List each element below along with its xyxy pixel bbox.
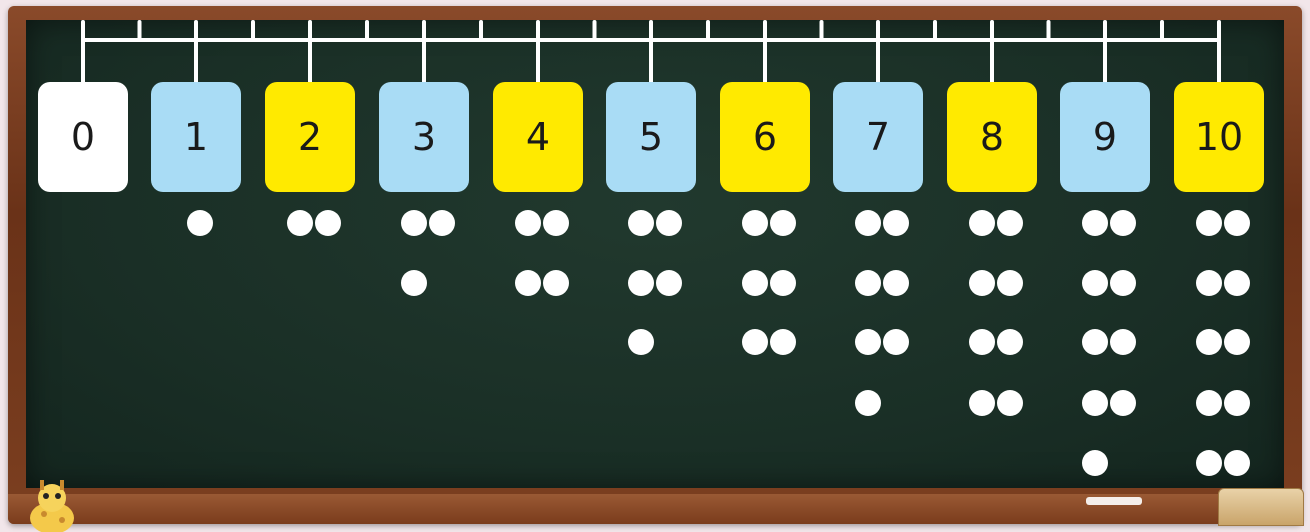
- counting-dot-7-7: [855, 390, 881, 416]
- counting-dot-5-3: [628, 270, 654, 296]
- counting-dot-10-2: [1224, 210, 1250, 236]
- counting-dot-5-2: [656, 210, 682, 236]
- counting-dot-9-5: [1082, 329, 1108, 355]
- counting-dot-10-8: [1224, 390, 1250, 416]
- counting-dot-4-4: [543, 270, 569, 296]
- counting-dot-9-7: [1082, 390, 1108, 416]
- number-card-9: 9: [1060, 82, 1150, 192]
- counting-dot-10-10: [1224, 450, 1250, 476]
- counting-dot-7-2: [883, 210, 909, 236]
- counting-dot-7-3: [855, 270, 881, 296]
- number-card-4: 4: [493, 82, 583, 192]
- counting-dot-8-8: [997, 390, 1023, 416]
- counting-dot-8-5: [969, 329, 995, 355]
- number-card-10: 10: [1174, 82, 1264, 192]
- counting-dot-10-6: [1224, 329, 1250, 355]
- counting-dot-9-1: [1082, 210, 1108, 236]
- counting-dot-9-9: [1082, 450, 1108, 476]
- number-card-6: 6: [720, 82, 810, 192]
- giraffe-mascot-icon: [18, 478, 88, 532]
- counting-dot-10-1: [1196, 210, 1222, 236]
- counting-dot-7-5: [855, 329, 881, 355]
- counting-dot-8-3: [969, 270, 995, 296]
- counting-dot-10-3: [1196, 270, 1222, 296]
- counting-dot-10-9: [1196, 450, 1222, 476]
- counting-dot-6-6: [770, 329, 796, 355]
- counting-dot-10-7: [1196, 390, 1222, 416]
- counting-dot-6-5: [742, 329, 768, 355]
- counting-dot-10-4: [1224, 270, 1250, 296]
- counting-dot-9-2: [1110, 210, 1136, 236]
- counting-dot-8-6: [997, 329, 1023, 355]
- counting-dot-3-1: [401, 210, 427, 236]
- counting-dot-4-2: [543, 210, 569, 236]
- number-card-8: 8: [947, 82, 1037, 192]
- counting-dot-8-7: [969, 390, 995, 416]
- chalk-icon: [1086, 497, 1142, 505]
- counting-dot-6-4: [770, 270, 796, 296]
- counting-dot-5-4: [656, 270, 682, 296]
- counting-dot-3-3: [401, 270, 427, 296]
- number-card-0: 0: [38, 82, 128, 192]
- counting-dot-2-2: [315, 210, 341, 236]
- counting-dot-6-1: [742, 210, 768, 236]
- counting-dot-8-2: [997, 210, 1023, 236]
- counting-dot-8-4: [997, 270, 1023, 296]
- counting-dot-7-6: [883, 329, 909, 355]
- counting-dot-10-5: [1196, 329, 1222, 355]
- eraser-icon: [1218, 488, 1304, 526]
- counting-dot-4-1: [515, 210, 541, 236]
- counting-dot-2-1: [287, 210, 313, 236]
- counting-dot-5-1: [628, 210, 654, 236]
- counting-dot-6-2: [770, 210, 796, 236]
- counting-dot-9-3: [1082, 270, 1108, 296]
- number-card-1: 1: [151, 82, 241, 192]
- counting-dot-5-5: [628, 329, 654, 355]
- counting-dot-4-3: [515, 270, 541, 296]
- number-card-3: 3: [379, 82, 469, 192]
- counting-dot-7-4: [883, 270, 909, 296]
- counting-dot-9-6: [1110, 329, 1136, 355]
- number-card-2: 2: [265, 82, 355, 192]
- number-card-7: 7: [833, 82, 923, 192]
- number-card-5: 5: [606, 82, 696, 192]
- counting-dot-7-1: [855, 210, 881, 236]
- counting-dot-9-4: [1110, 270, 1136, 296]
- counting-dot-8-1: [969, 210, 995, 236]
- counting-dot-9-8: [1110, 390, 1136, 416]
- counting-dot-1-1: [187, 210, 213, 236]
- counting-dot-3-2: [429, 210, 455, 236]
- counting-dot-6-3: [742, 270, 768, 296]
